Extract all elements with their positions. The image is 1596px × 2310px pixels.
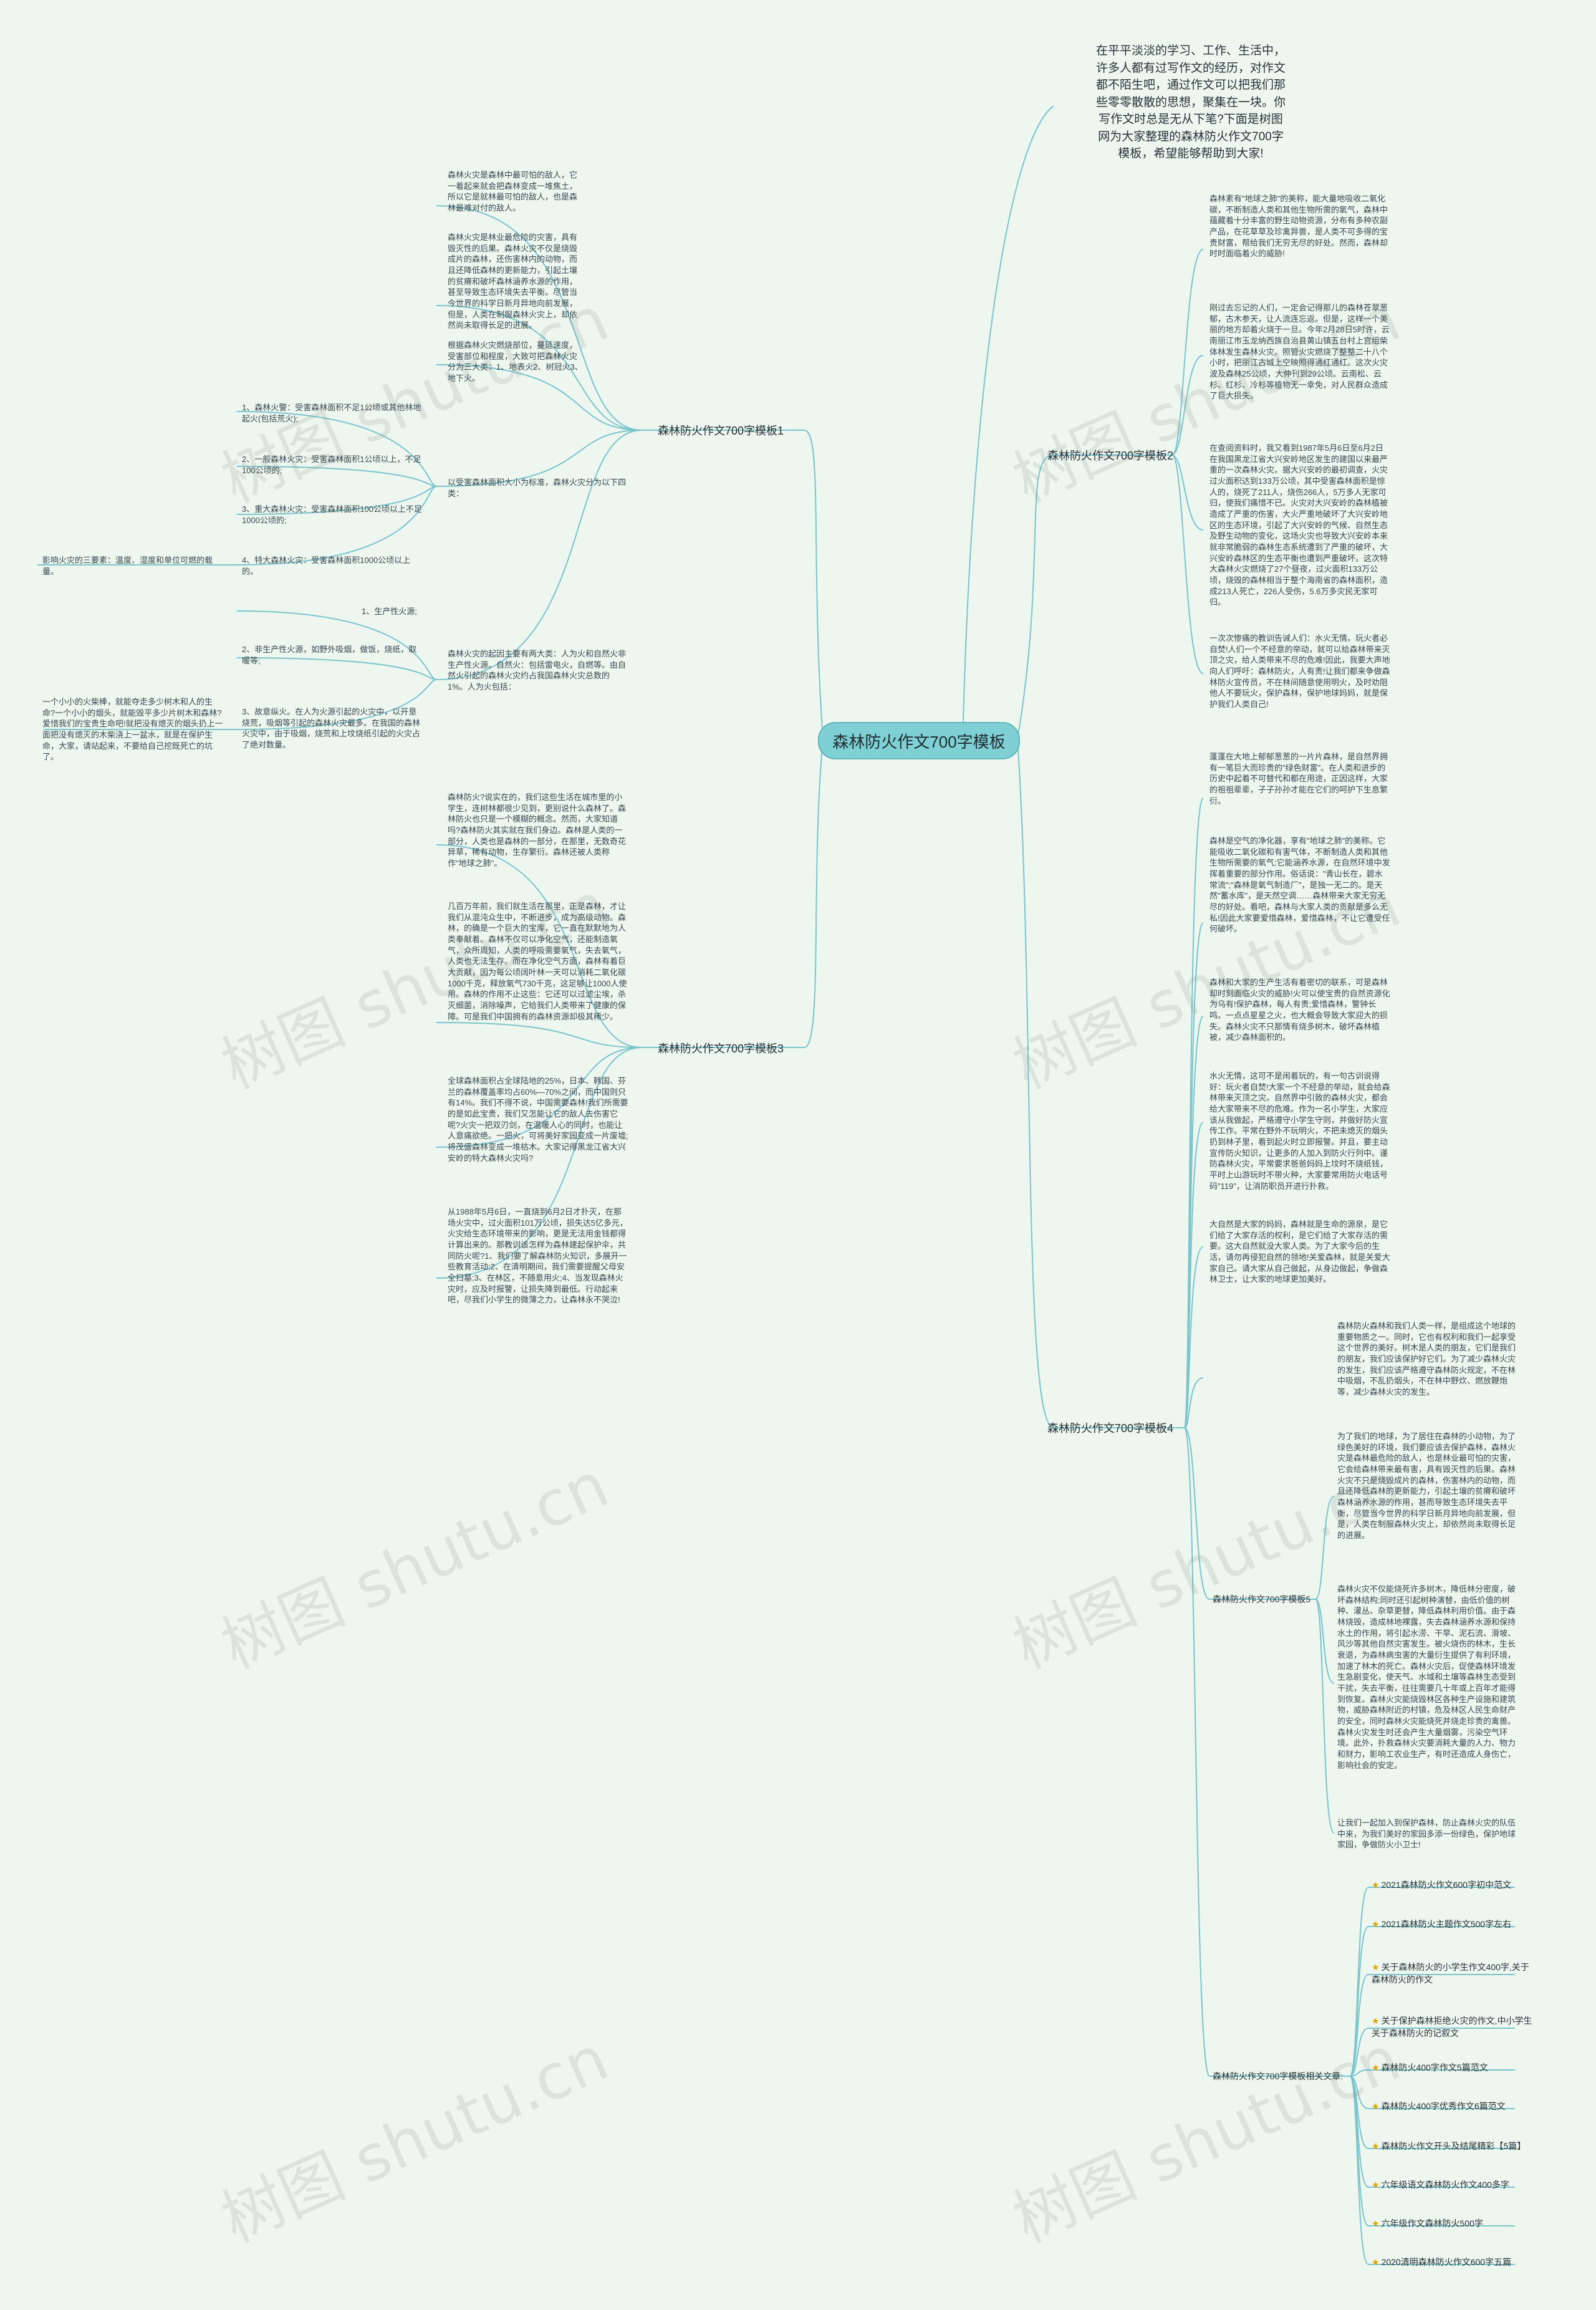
- star-icon: ★: [1372, 2016, 1380, 2026]
- b4-text-4: 水火无情，这可不是闹着玩的，有一句古训说得好：玩火者自焚!大家一个不经意的举动，…: [1209, 1071, 1390, 1191]
- branch-6-label: 森林防火作文700字模板相关文章:: [1213, 2071, 1344, 2081]
- b1-class-2: 2、一般森林火灾：受害森林面积1公顷以上，不足100公顷的;: [242, 455, 421, 475]
- b4-text-2: 森林是空气的净化器，享有"地球之肺"的美称。它能吸收二氧化碳和有害气体，不断制造…: [1209, 836, 1390, 934]
- b4-text-3: 森林和大家的生产生活有着密切的联系，可是森林却时刻面临火灾的威胁!火可以使宝贵的…: [1209, 978, 1390, 1042]
- b5-text-1: 为了我们的地球，为了居住在森林的小动物，为了绿色美好的环境，我们要应该去保护森林…: [1337, 1432, 1516, 1541]
- b1-source-3: 3、故意纵火。在人为火源引起的火灾中，以开垦烧荒，吸烟等引起的森林火灾最多。在我…: [242, 707, 421, 750]
- b1-source-1: 1、生产性火源;: [362, 607, 417, 616]
- star-icon: ★: [1372, 2218, 1380, 2228]
- b1-text-2: 森林火灾是林业最危险的灾害，具有毁灭性的后果。森林火灾不仅是烧毁成片的森林，还伤…: [448, 233, 578, 330]
- b2-text-1: 森林素有"地球之肺"的美称，能大量地吸收二氧化碳，不断制造人类和其他生物所需的氧…: [1209, 194, 1388, 259]
- b1-source-3-note: 一个小小的火柴棒，就能夺走多少树木和人的生命?一个小小的烟头，就能毁平多少片树木…: [42, 697, 223, 762]
- b4-text-6: 森林防火森林和我们人类一样，是组成这个地球的重要物质之一。同时，它也有权利和我们…: [1337, 1321, 1516, 1397]
- b1-text-3: 根据森林火灾燃烧部位，蔓延速度，受害部位和程度，大致可把森林火灾分为三大类：1、…: [448, 340, 583, 383]
- star-icon: ★: [1372, 2257, 1380, 2267]
- related-link[interactable]: ★2021森林防火主题作文500字左右: [1372, 1919, 1512, 1929]
- b2-text-3: 在查阅资料时，我又看到1987年5月6日至6月2日在我国黑龙江省大兴安岭地区发生…: [1209, 443, 1388, 607]
- b3-text-4: 从1988年5月6日，一直烧到6月2日才扑灭，在那场火灾中，过火面积101万公顷…: [448, 1207, 628, 1305]
- root-node[interactable]: 森林防火作文700字模板: [818, 722, 1020, 759]
- related-link[interactable]: ★六年级作文森林防火500字: [1372, 2218, 1483, 2228]
- b2-text-2: 刚过去忘记的人们，一定会记得那儿的森林苍翠葱郁，古木参天，让人流连忘返。但是，这…: [1209, 303, 1390, 401]
- related-link[interactable]: ★2020清明森林防火作文600字五篇: [1372, 2257, 1512, 2267]
- star-icon: ★: [1372, 2101, 1380, 2111]
- star-icon: ★: [1372, 2141, 1380, 2151]
- branch-1-label[interactable]: 森林防火作文700字模板1: [658, 425, 784, 437]
- branch-5-label[interactable]: 森林防火作文700字模板5: [1213, 1594, 1311, 1604]
- b2-text-4: 一次次惨痛的教训告诫人们：水火无情。玩火者必自焚!人们一个不经意的举动，就可以给…: [1209, 633, 1390, 710]
- intro-text: 在平平淡淡的学习、工作、生活中，许多人都有过写作文的经历，对作文都不陌生吧，通过…: [1095, 44, 1286, 161]
- b1-text-4: 以受害森林面积大小为标准，森林火灾分为以下四类：: [448, 478, 627, 498]
- b3-text-2: 几百万年前，我们就生活在那里，正是森林，才让我们从混沌众生中，不断进步，成为高级…: [448, 902, 627, 1021]
- related-link[interactable]: ★关于森林防火的小学生作文400字,关于森林防火的作文: [1372, 1962, 1529, 1985]
- related-link[interactable]: ★森林防火400字作文5篇范文: [1372, 2062, 1488, 2072]
- star-icon: ★: [1372, 1962, 1380, 1972]
- b3-text-3: 全球森林面积占全球陆地的25%，日本、韩国、芬兰的森林覆盖率均占60%—70%之…: [448, 1076, 628, 1163]
- b4-text-1: 蓬蓬在大地上郁郁葱葱的一片片森林，是自然界拥有一笔巨大而珍贵的"绿色财富"。在人…: [1209, 752, 1388, 806]
- star-icon: ★: [1372, 2062, 1380, 2072]
- star-icon: ★: [1372, 2180, 1380, 2190]
- related-link[interactable]: ★森林防火作文开头及结尾精彩【5篇】: [1372, 2141, 1526, 2151]
- root-title: 森林防火作文700字模板: [832, 732, 1006, 751]
- related-link[interactable]: ★关于保护森林拒绝火灾的作文,中小学生关于森林防火的记叙文: [1372, 2016, 1532, 2038]
- b1-class-3: 3、重大森林火灾：受害森林面积100公顷以上不足1000公顷的;: [242, 504, 422, 525]
- star-icon: ★: [1372, 1919, 1380, 1929]
- b1-text-1: 森林火灾是森林中最可怕的敌人，它一着起来就会把森林变成一堆焦土，所以它是就林最可…: [448, 170, 578, 213]
- branch-4-label[interactable]: 森林防火作文700字模板4: [1047, 1422, 1174, 1435]
- b5-text-2: 森林火灾不仅能烧死许多树木，降低林分密度，破坏森林结构;同时还引起树种演替，由低…: [1337, 1584, 1516, 1770]
- b5-text-3: 让我们一起加入到保护森林，防止森林火灾的队伍中来，为我们美好的家园多添一份绿色，…: [1337, 1818, 1516, 1850]
- b3-text-1: 森林防火?说实在的，我们这些生活在城市里的小学生，连树林都很少见到，更别说什么森…: [448, 792, 627, 869]
- branch-2-label[interactable]: 森林防火作文700字模板2: [1047, 450, 1174, 462]
- b1-class-4: 4、特大森林火灾：受害森林面积1000公顷以上的。: [242, 556, 411, 576]
- related-link[interactable]: ★六年级语文森林防火作文400多字: [1372, 2180, 1509, 2190]
- b1-source-2: 2、非生产性火源，如野外吸烟，做饭，烧纸，取暖等;: [242, 645, 417, 665]
- related-link[interactable]: ★2021森林防火作文600字初中范文: [1372, 1880, 1512, 1890]
- star-icon: ★: [1372, 1880, 1380, 1890]
- branch-3-label[interactable]: 森林防火作文700字模板3: [658, 1042, 784, 1055]
- b1-text-5: 森林火灾的起因主要有两大类：人为火和自然火非生产性火源。自然火：包括雷电火，自燃…: [448, 649, 627, 692]
- b1-class-4-note: 影响火灾的三要素：温度、湿度和单位可燃的载量。: [42, 556, 213, 576]
- b4-text-5: 大自然是大家的妈妈，森林就是生命的源泉，是它们给了大家存活的权利，是它们给了大家…: [1209, 1220, 1390, 1284]
- related-link[interactable]: ★森林防火400字优秀作文6篇范文: [1372, 2101, 1506, 2111]
- b1-class-1: 1、森林火警：受害森林面积不足1公顷或其他林地起火(包括荒火);: [242, 403, 421, 423]
